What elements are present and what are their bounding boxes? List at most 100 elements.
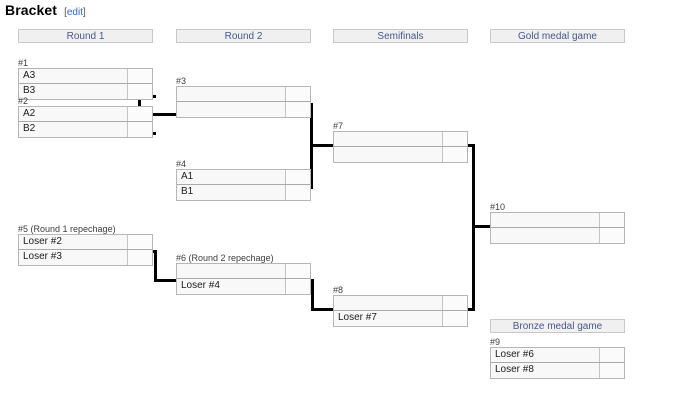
match-8-box[interactable]: Loser #7: [333, 295, 468, 327]
match-6-row-1-name: [177, 264, 286, 278]
match-1-row-2[interactable]: B3: [19, 84, 152, 99]
match-4-row-2-score: [286, 185, 310, 200]
match-1-row-1[interactable]: A3: [19, 69, 152, 84]
connector-into-m3: [138, 113, 176, 116]
match-2-row-1-name: A2: [19, 107, 128, 121]
match-9-row-2-score: [600, 363, 624, 378]
match-9-box[interactable]: Loser #6 Loser #8: [490, 347, 625, 379]
match-3-row-1-name: [177, 87, 286, 101]
match-8-row-2-name: Loser #7: [334, 311, 443, 326]
match-3: #3: [176, 76, 311, 118]
connector-into-m7: [310, 144, 335, 147]
match-8-row-1[interactable]: [334, 296, 467, 311]
match-2-box[interactable]: A2 B2: [18, 106, 153, 138]
match-2-row-2[interactable]: B2: [19, 122, 152, 137]
match-7: #7: [333, 121, 468, 163]
match-6-row-2-name: Loser #4: [177, 279, 286, 294]
match-7-box[interactable]: [333, 131, 468, 163]
match-10-box[interactable]: [490, 212, 625, 244]
match-10-row-2[interactable]: [491, 228, 624, 243]
match-2: #2 A2 B2: [18, 96, 153, 138]
page-title: Bracket: [5, 2, 58, 18]
match-1-row-2-score: [128, 84, 152, 99]
match-5-row-2[interactable]: Loser #3: [19, 250, 152, 265]
match-3-row-1[interactable]: [177, 87, 310, 102]
match-10-label: #10: [490, 202, 506, 212]
match-7-label: #7: [333, 121, 344, 131]
match-4-row-1-name: A1: [177, 170, 286, 184]
match-6-row-2-score: [286, 279, 310, 294]
connector-m5-to-m6-vertical: [154, 250, 157, 282]
match-1-box[interactable]: A3 B3: [18, 68, 153, 100]
match-5-row-2-score: [128, 250, 152, 265]
round-header-bronze-medal-game: Bronze medal game: [490, 319, 625, 333]
match-7-row-2-name: [334, 147, 443, 162]
match-5-row-1-name: Loser #2: [19, 235, 128, 249]
match-2-row-1[interactable]: A2: [19, 107, 152, 122]
edit-section-wrapper: [edit]: [64, 7, 86, 18]
match-4-box[interactable]: A1 B1: [176, 169, 311, 201]
match-7-row-1-score: [443, 132, 467, 146]
match-6-row-2[interactable]: Loser #4: [177, 279, 310, 294]
match-2-row-2-score: [128, 122, 152, 137]
match-3-row-2-score: [286, 102, 310, 117]
match-7-row-2[interactable]: [334, 147, 467, 162]
connector-m6-to-m8-vertical: [311, 279, 314, 311]
match-4: #4 A1 B1: [176, 159, 311, 201]
match-1-row-2-name: B3: [19, 84, 128, 99]
match-4-row-1-score: [286, 170, 310, 184]
match-2-label: #2: [18, 96, 29, 106]
match-6-row-1-score: [286, 264, 310, 278]
match-2-row-2-name: B2: [19, 122, 128, 137]
match-4-row-2[interactable]: B1: [177, 185, 310, 200]
match-6: #6 (Round 2 repechage) Loser #4: [176, 253, 311, 295]
match-3-row-2-name: [177, 102, 286, 117]
match-9: #9 Loser #6 Loser #8: [490, 337, 625, 379]
round-header-gold-medal-game: Gold medal game: [490, 29, 625, 43]
round-header-round-2: Round 2: [176, 29, 311, 43]
match-7-row-1-name: [334, 132, 443, 146]
match-10-row-2-score: [600, 228, 624, 243]
match-5-row-2-name: Loser #3: [19, 250, 128, 265]
match-1: #1 A3 B3: [18, 58, 153, 100]
match-9-row-2[interactable]: Loser #8: [491, 363, 624, 378]
match-2-row-1-score: [128, 107, 152, 121]
match-9-row-1-score: [600, 348, 624, 362]
match-9-row-1-name: Loser #6: [491, 348, 600, 362]
match-8-row-1-name: [334, 296, 443, 310]
match-10-row-1-score: [600, 213, 624, 227]
match-1-label: #1: [18, 58, 29, 68]
match-10-row-2-name: [491, 228, 600, 243]
connector-into-m8: [311, 308, 335, 311]
match-5: #5 (Round 1 repechage) Loser #2 Loser #3: [18, 224, 153, 266]
round-header-semifinals: Semifinals: [333, 29, 468, 43]
match-3-label: #3: [176, 76, 187, 86]
match-3-box[interactable]: [176, 86, 311, 118]
match-4-row-2-name: B1: [177, 185, 286, 200]
match-5-box[interactable]: Loser #2 Loser #3: [18, 234, 153, 266]
match-6-label: #6 (Round 2 repechage): [176, 253, 274, 263]
match-8-label: #8: [333, 285, 344, 295]
match-9-row-1[interactable]: Loser #6: [491, 348, 624, 363]
match-10-row-1[interactable]: [491, 213, 624, 228]
match-5-row-1-score: [128, 235, 152, 249]
match-8-row-2-score: [443, 311, 467, 326]
match-8: #8 Loser #7: [333, 285, 468, 327]
match-7-row-1[interactable]: [334, 132, 467, 147]
match-5-row-1[interactable]: Loser #2: [19, 235, 152, 250]
match-5-label: #5 (Round 1 repechage): [18, 224, 116, 234]
edit-link[interactable]: edit: [66, 7, 83, 18]
connector-into-m10: [472, 225, 492, 228]
match-4-label: #4: [176, 159, 187, 169]
edit-bracket-close: ]: [82, 7, 86, 18]
match-10: #10: [490, 202, 625, 244]
match-9-row-2-name: Loser #8: [491, 363, 600, 378]
match-1-row-1-score: [128, 69, 152, 83]
match-8-row-2[interactable]: Loser #7: [334, 311, 467, 326]
match-3-row-2[interactable]: [177, 102, 310, 117]
edit-bracket-open: [: [64, 7, 67, 18]
match-10-row-1-name: [491, 213, 600, 227]
match-6-box[interactable]: Loser #4: [176, 263, 311, 295]
match-6-row-1[interactable]: [177, 264, 310, 279]
match-4-row-1[interactable]: A1: [177, 170, 310, 185]
